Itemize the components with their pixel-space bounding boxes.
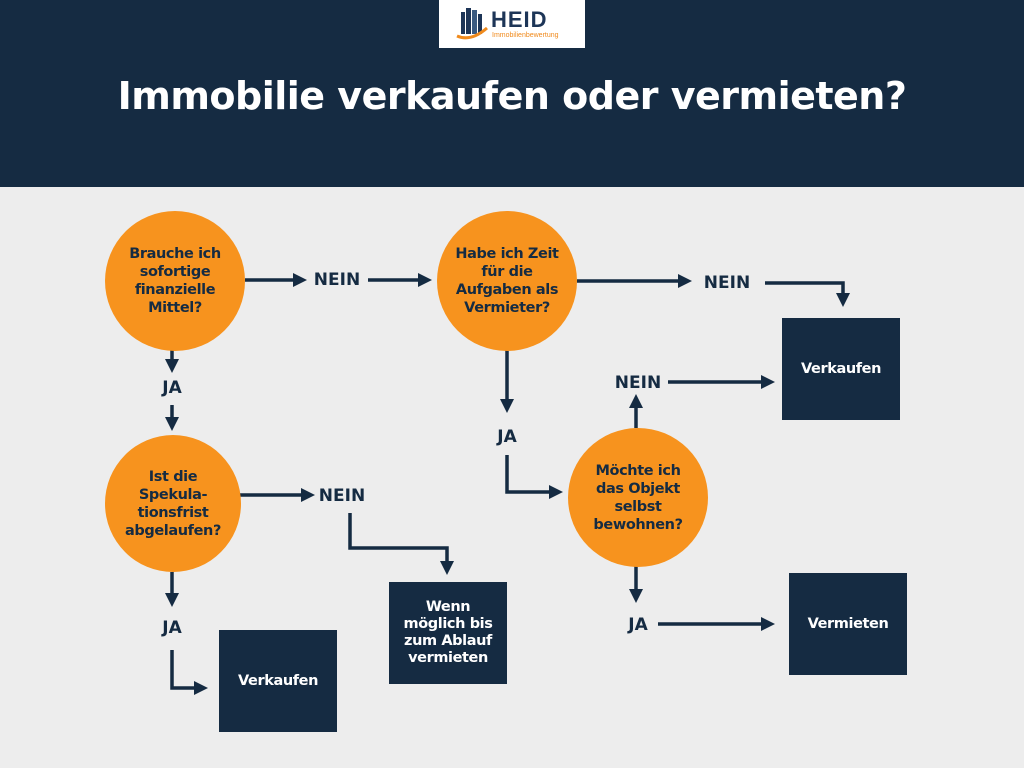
question-landlord-time: Habe ich Zeit für die Aufgaben als Vermi… bbox=[437, 211, 577, 351]
outcome-rent-until-expiry: Wenn möglich bis zum Ablauf vermieten bbox=[389, 582, 507, 684]
arrow bbox=[765, 281, 850, 307]
header: HEID Immobilienbewertung Immobilie verka… bbox=[0, 0, 1024, 187]
label-no: NEIN bbox=[614, 373, 662, 393]
outcome-text: Verkaufen bbox=[800, 360, 882, 377]
outcome-text: Verkaufen bbox=[237, 672, 319, 689]
label-yes: JA bbox=[162, 378, 182, 398]
question-financial-means: Brauche ich sofortige finanzielle Mittel… bbox=[105, 211, 245, 351]
label-no: NEIN bbox=[703, 273, 751, 293]
page-title: Immobilie verkaufen oder vermieten? bbox=[117, 74, 907, 118]
arrow bbox=[505, 455, 563, 499]
question-text: Habe ich Zeit für die Aufgaben als Vermi… bbox=[455, 246, 559, 316]
question-text: Brauche ich sofortige finanzielle Mittel… bbox=[129, 246, 221, 316]
logo: HEID Immobilienbewertung bbox=[439, 0, 585, 48]
question-speculation-period: Ist die Spekula-tionsfrist abgelaufen? bbox=[105, 435, 241, 572]
label-no: NEIN bbox=[313, 270, 361, 290]
arrow bbox=[348, 513, 454, 575]
label-yes: JA bbox=[497, 427, 517, 447]
label-yes: JA bbox=[628, 615, 648, 635]
outcome-rent: Vermieten bbox=[789, 573, 907, 675]
question-text: Ist die Spekula-tionsfrist abgelaufen? bbox=[125, 468, 221, 539]
logo-name: HEID bbox=[491, 7, 548, 32]
label-no: NEIN bbox=[318, 486, 366, 506]
label-yes: JA bbox=[162, 618, 182, 638]
question-self-occupy: Möchte ich das Objekt selbst bewohnen? bbox=[568, 428, 708, 567]
logo-tagline: Immobilienbewertung bbox=[492, 32, 559, 39]
arrow bbox=[170, 650, 208, 695]
building-logo-icon bbox=[456, 8, 488, 40]
outcome-text: Vermieten bbox=[807, 615, 889, 632]
outcome-sell: Verkaufen bbox=[219, 630, 337, 732]
outcome-text: Wenn möglich bis zum Ablauf vermieten bbox=[403, 599, 493, 666]
outcome-sell: Verkaufen bbox=[782, 318, 900, 420]
question-text: Möchte ich das Objekt selbst bewohnen? bbox=[593, 462, 683, 533]
